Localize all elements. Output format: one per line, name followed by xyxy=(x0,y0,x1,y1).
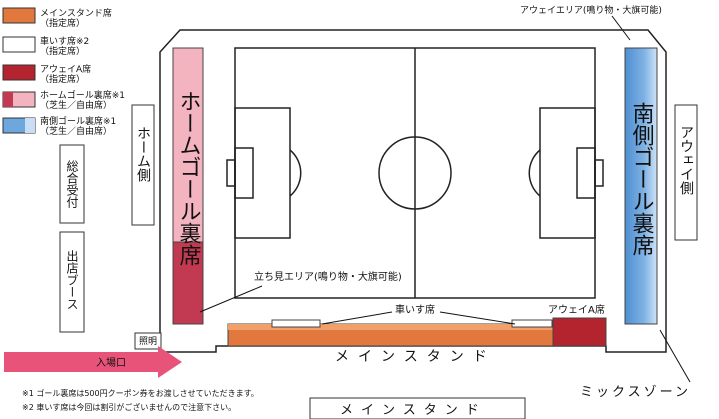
info-desk-label: 総合受付 xyxy=(65,160,79,209)
legend-label-wheelchair: 車いす席※2（指定席） xyxy=(40,35,89,57)
legend-label-line: 南側ゴール裏席※1 xyxy=(40,115,116,127)
booth-label: 出店ブース xyxy=(65,250,79,310)
legend: メインスタンド席（指定席） 車いす席※2（指定席） アウェイA席（指定席） ホー… xyxy=(2,7,125,137)
right-goal xyxy=(594,159,604,187)
legend-label-line: メインスタンド席 xyxy=(40,7,112,19)
away-side-label: アウェイ側 xyxy=(678,125,694,195)
wheelchair-pointer-right xyxy=(439,311,516,325)
left-penalty-arc xyxy=(289,149,302,197)
south-goal-stand xyxy=(624,47,658,325)
right-penalty-box xyxy=(539,107,596,239)
away-area-caption: アウェイエリア(鳴り物・大旗可能) xyxy=(520,4,662,16)
stadium-outline xyxy=(159,29,667,353)
lighting-label: 照明 xyxy=(139,336,157,347)
legend-label-away-a: アウェイA席（指定席） xyxy=(40,63,91,85)
legend-label-line: （指定席） xyxy=(40,73,85,85)
wheelchair-seats-right xyxy=(511,319,553,328)
right-goal-box xyxy=(576,147,596,199)
standing-area-pointer xyxy=(199,285,263,313)
standing-area-caption: 立ち見エリア(鳴り物・大旗可能) xyxy=(254,270,402,283)
away-a-caption: アウェイA席 xyxy=(548,303,605,316)
booth-box xyxy=(59,231,85,333)
legend-swatch-south-goal-light xyxy=(25,118,35,133)
left-goal xyxy=(226,159,236,187)
legend-label-line: （芝生／自由席） xyxy=(40,125,112,137)
note-2: ※2 車いす席は今回は割引がございませんので注意下さい。 xyxy=(22,402,236,412)
entrance-label: 入場口 xyxy=(96,356,126,369)
info-desk-box xyxy=(59,144,85,224)
main-stand-bottom-label: メインスタンド xyxy=(340,403,487,418)
home-goal-stand-dark xyxy=(172,241,204,325)
center-circle xyxy=(378,136,452,210)
entrance-arrow xyxy=(4,346,182,378)
left-goal-box xyxy=(234,147,254,199)
main-stand-bottom-box xyxy=(309,397,526,419)
lighting-box xyxy=(134,332,162,350)
south-goal-stand-label: 南側ゴール裏席 xyxy=(629,102,655,256)
main-stand-label: メインスタンド xyxy=(335,349,496,365)
legend-label-line: ホームゴール裏席※1 xyxy=(40,89,125,101)
legend-label-line: （指定席） xyxy=(40,17,85,29)
home-goal-stand-label: ホームゴール裏席 xyxy=(176,90,202,266)
legend-swatch-wheelchair xyxy=(2,36,36,53)
right-penalty-arc xyxy=(528,149,541,197)
note-1: ※1 ゴール裏席は500円クーポン券をお渡しさせていただきます。 xyxy=(22,388,259,398)
legend-label-south-goal: 南側ゴール裏席※1（芝生／自由席） xyxy=(40,115,116,137)
mixed-zone-label: ミックスゾーン xyxy=(580,385,691,400)
main-stand-top-band xyxy=(228,324,606,330)
wheelchair-pointer-left xyxy=(321,311,393,325)
legend-label-line: 車いす席※2 xyxy=(40,35,89,47)
home-side-label: ホーム側 xyxy=(135,126,151,182)
left-penalty-box xyxy=(234,107,291,239)
legend-swatch-away-a xyxy=(2,64,36,81)
wheelchair-seats-left xyxy=(271,319,321,328)
legend-swatch-main xyxy=(2,7,36,24)
home-side-box xyxy=(131,104,155,226)
away-side-box xyxy=(674,104,698,241)
legend-label-line: （芝生／自由席） xyxy=(40,99,112,111)
mixed-zone-pointer xyxy=(659,329,691,383)
away-a-seats xyxy=(552,317,607,347)
legend-label-line: （指定席） xyxy=(40,45,85,57)
legend-label-line: アウェイA席 xyxy=(40,63,91,75)
away-area-pointer xyxy=(611,15,631,41)
wheelchair-caption: 車いす席 xyxy=(395,303,435,316)
pitch xyxy=(226,47,604,299)
legend-label-main: メインスタンド席（指定席） xyxy=(40,7,112,29)
legend-swatch-home-goal-dark xyxy=(3,92,13,107)
legend-label-home-goal: ホームゴール裏席※1（芝生／自由席） xyxy=(40,89,125,111)
